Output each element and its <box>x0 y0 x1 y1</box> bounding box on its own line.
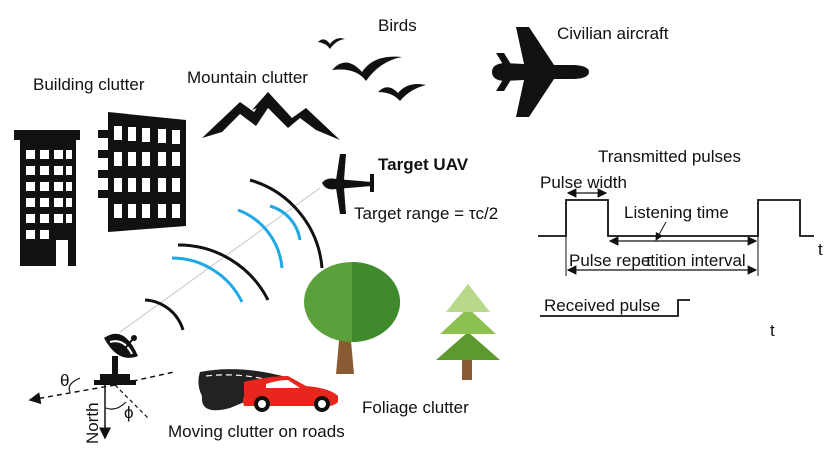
listening-time-arrow <box>608 221 758 246</box>
angle-axes <box>28 371 175 440</box>
received-pulse-train <box>540 299 690 317</box>
pine-tree-icon <box>436 284 500 380</box>
label-received-pulse: Received pulse <box>544 296 660 315</box>
label-building-clutter: Building clutter <box>33 75 145 94</box>
label-phi: ϕ <box>124 403 134 422</box>
car-icon <box>243 376 338 412</box>
radar-dish-icon <box>94 333 138 385</box>
label-civilian-aircraft: Civilian aircraft <box>557 24 669 43</box>
uav-icon <box>322 154 374 214</box>
label-t-axis-1: t <box>818 240 823 259</box>
label-moving-clutter: Moving clutter on roads <box>168 422 345 441</box>
radar-waves <box>119 178 324 333</box>
label-pri: Pulse repetition interval <box>569 251 746 270</box>
tree-icon <box>304 262 400 374</box>
building-icon <box>14 112 186 266</box>
mountain-icon <box>202 92 340 140</box>
label-mountain-clutter: Mountain clutter <box>187 68 308 87</box>
label-birds: Birds <box>378 16 417 35</box>
label-foliage-clutter: Foliage clutter <box>362 398 469 417</box>
transmitted-pulse-train <box>538 199 814 237</box>
label-north: North <box>83 402 102 444</box>
label-theta: θ <box>60 371 69 390</box>
label-tau: τ <box>645 251 652 270</box>
airplane-icon <box>492 27 589 117</box>
label-target-range: Target range = τc/2 <box>354 204 498 223</box>
label-target-uav: Target UAV <box>378 155 469 174</box>
label-transmitted-pulses: Transmitted pulses <box>598 147 741 166</box>
pri-arrow <box>565 236 759 276</box>
label-t-axis-2: t <box>770 321 775 340</box>
birds-icon <box>318 38 426 101</box>
label-listening-time: Listening time <box>624 203 729 222</box>
label-pulse-width: Pulse width <box>540 173 627 192</box>
